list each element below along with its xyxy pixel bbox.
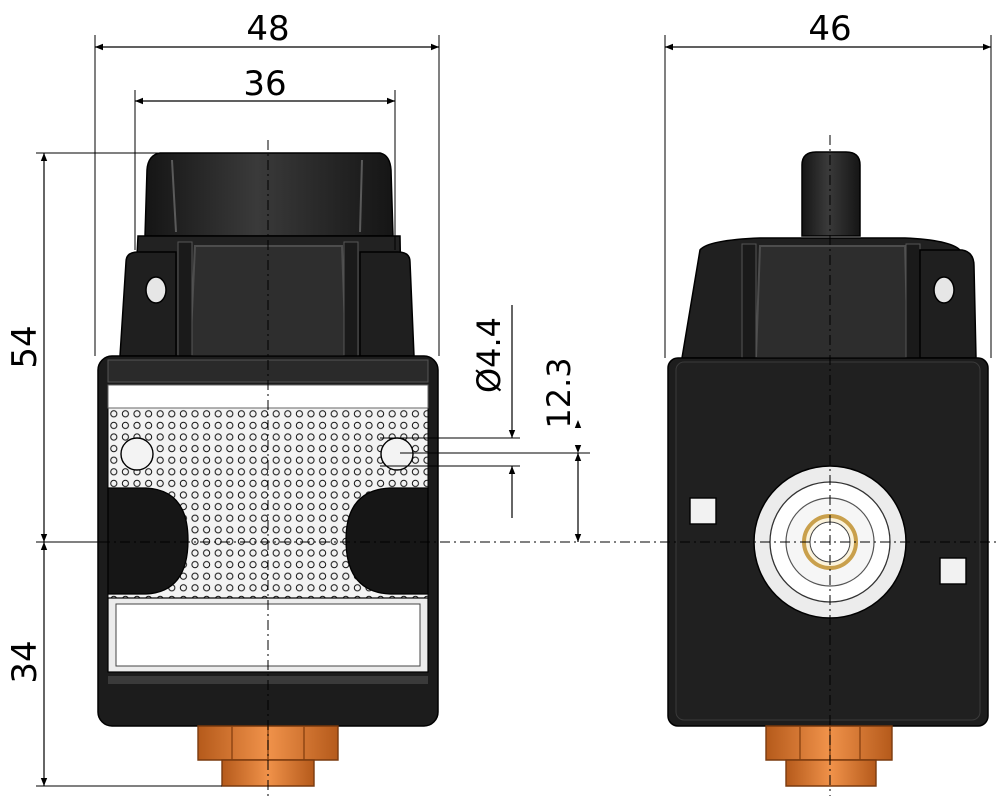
side-collar-rib-left [741, 243, 757, 359]
front-side-cutout-left [107, 487, 189, 595]
dimension-lines [40, 43, 991, 786]
dim-hole-offset: 12.3 [540, 357, 578, 428]
dim-hole-diameter: Ø4.4 [470, 317, 508, 393]
dim-front-width: 48 [246, 9, 289, 49]
dim-inner-width: 36 [243, 64, 286, 104]
dim-side-width: 46 [808, 9, 851, 49]
front-fitting-stem [221, 759, 315, 787]
dimension-labels: 48 36 46 54 34 Ø4.4 12.3 [5, 9, 852, 684]
side-fitting-stem [785, 759, 877, 787]
side-lug-hole [933, 276, 955, 304]
side-view [667, 151, 989, 787]
side-lug [919, 249, 977, 359]
center-lines [60, 135, 1000, 796]
dim-upper-height: 54 [5, 325, 45, 368]
extension-lines [36, 35, 992, 787]
front-side-cutout-right [345, 487, 429, 595]
side-fitting-nut [765, 725, 893, 761]
side-square-window-right [939, 557, 967, 585]
front-mount-hole-left [120, 437, 154, 471]
front-collar-rib-left [177, 241, 193, 357]
side-collar-rib-right [905, 243, 921, 359]
front-collar-rib-right [343, 241, 359, 357]
front-mount-hole-right [380, 437, 414, 471]
dim-lower-height: 34 [5, 640, 45, 683]
front-right-lug [359, 251, 415, 357]
front-cap [144, 152, 394, 237]
side-stem [801, 151, 861, 237]
side-collar-ring [754, 245, 910, 359]
side-square-window-left [689, 497, 717, 525]
front-cap-highlight [171, 159, 363, 233]
front-lug-hole [145, 276, 167, 304]
front-left-lug [119, 251, 177, 357]
